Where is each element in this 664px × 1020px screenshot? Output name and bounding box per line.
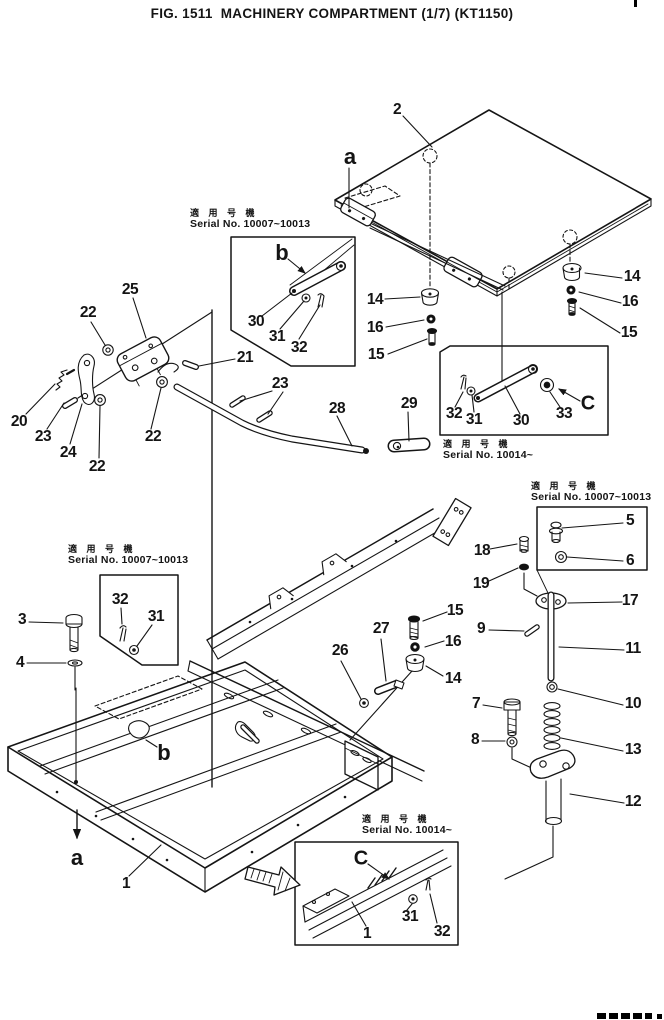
part-label-8: 8 xyxy=(470,731,480,748)
part-label-18: 18 xyxy=(473,542,491,559)
serial-jp: 適 用 号 機 xyxy=(190,208,259,218)
part-label-21: 21 xyxy=(236,349,254,366)
part-label-22-b: 22 xyxy=(88,458,106,475)
part-label-15-low: 15 xyxy=(446,602,464,619)
figure-title: FIG. 1511 MACHINERY COMPARTMENT (1/7) (K… xyxy=(150,6,514,21)
view-letter-a-top: a xyxy=(343,144,357,169)
part-label-23-mid: 23 xyxy=(271,375,289,392)
part-label-2: 2 xyxy=(392,101,402,118)
view-letter-c-right: C xyxy=(580,392,596,415)
part-label-19: 19 xyxy=(472,575,490,592)
part-label-31-c: 31 xyxy=(465,411,483,428)
part-label-16-low: 16 xyxy=(444,633,462,650)
stay-rod-assembly xyxy=(481,591,625,880)
serial-jp: 適 用 号 機 xyxy=(443,439,512,449)
view-letter-b-tray: b xyxy=(157,740,171,765)
part-label-30-c: 30 xyxy=(512,412,530,429)
detail-c-bottom-box xyxy=(244,841,459,946)
part-label-17: 17 xyxy=(621,592,639,609)
part-label-16-right: 16 xyxy=(621,293,639,310)
part-label-9: 9 xyxy=(476,620,486,637)
fastener-stack-low xyxy=(340,611,448,741)
part-label-1: 1 xyxy=(121,875,131,892)
serial-en: Serial No. 10014~ xyxy=(443,449,534,462)
part-label-30-b: 30 xyxy=(247,313,265,330)
part-label-32-c: 32 xyxy=(445,405,463,422)
part-label-27: 27 xyxy=(372,620,390,637)
frame-rail-lower xyxy=(187,660,425,791)
part-label-32-b: 32 xyxy=(290,339,308,356)
part-label-22-c: 22 xyxy=(144,428,162,445)
part-label-33: 33 xyxy=(555,405,573,422)
part-label-16-mid: 16 xyxy=(366,319,384,336)
part-label-20: 20 xyxy=(10,413,28,430)
serial-plate-detail-c-bottom: 適 用 号 機 Serial No. 10014~ xyxy=(362,814,452,836)
part-label-31-left: 31 xyxy=(147,608,165,625)
frame-rail-upper xyxy=(206,497,472,660)
serial-en: Serial No. 10014~ xyxy=(362,824,453,837)
part-label-28: 28 xyxy=(328,400,346,417)
part-label-5: 5 xyxy=(625,512,635,529)
serial-jp: 適 用 号 機 xyxy=(68,544,137,554)
part-label-31-bottom: 31 xyxy=(401,908,419,925)
serial-plate-bolt-set-right: 適 用 号 機 Serial No. 10007~10013 xyxy=(531,481,651,503)
part-label-29: 29 xyxy=(400,395,418,412)
part-label-14-right: 14 xyxy=(623,268,641,285)
part-label-32-bottom: 32 xyxy=(433,923,451,940)
serial-en: Serial No. 10007~10013 xyxy=(190,218,311,231)
part-label-14-low: 14 xyxy=(444,670,462,687)
part-label-31-b: 31 xyxy=(268,328,286,345)
bolt-set-right-box xyxy=(488,506,648,610)
part-label-7: 7 xyxy=(471,695,481,712)
serial-jp: 適 用 号 機 xyxy=(362,814,431,824)
serial-plate-detail-b: 適 用 号 機 Serial No. 10007~10013 xyxy=(190,208,310,230)
serial-plate-detail-c-right: 適 用 号 機 Serial No. 10014~ xyxy=(443,439,533,461)
part-label-25: 25 xyxy=(121,281,139,298)
part-label-11: 11 xyxy=(625,640,641,657)
part-label-1-box: 1 xyxy=(362,925,372,942)
detail-c-right-box xyxy=(439,345,609,436)
part-label-14-mid: 14 xyxy=(366,291,384,308)
part-label-12: 12 xyxy=(624,793,642,810)
control-rod-part28 xyxy=(173,383,431,454)
part-label-6: 6 xyxy=(625,552,635,569)
serial-jp: 適 用 号 機 xyxy=(531,481,600,491)
part-label-15-mid: 15 xyxy=(367,346,385,363)
part-label-3: 3 xyxy=(17,611,27,628)
bolt-set-left xyxy=(26,574,179,691)
part-label-10: 10 xyxy=(624,695,642,712)
view-letter-a-bottom: a xyxy=(70,845,84,870)
part-label-23-left: 23 xyxy=(34,428,52,445)
hinge-bracket-group xyxy=(25,297,236,788)
part-label-4: 4 xyxy=(15,654,25,671)
page-edge-marks xyxy=(597,0,662,1019)
part-label-15-right: 15 xyxy=(620,324,638,341)
part-label-32-left: 32 xyxy=(111,591,129,608)
detail-b-box xyxy=(230,236,356,367)
part-label-24: 24 xyxy=(59,444,77,461)
part-label-13: 13 xyxy=(624,741,642,758)
view-letter-b-detail: b xyxy=(275,240,289,265)
fastener-stack-right xyxy=(384,262,623,355)
part-label-22-a: 22 xyxy=(79,304,97,321)
tray-part1 xyxy=(7,661,393,893)
serial-en: Serial No. 10007~10013 xyxy=(68,554,189,567)
serial-en: Serial No. 10007~10013 xyxy=(531,491,652,504)
part-label-26: 26 xyxy=(331,642,349,659)
view-letter-c-bottom: C xyxy=(353,847,369,870)
serial-plate-bolt-set-left: 適 用 号 機 Serial No. 10007~10013 xyxy=(68,544,188,566)
cover-plate-part2 xyxy=(334,109,652,391)
